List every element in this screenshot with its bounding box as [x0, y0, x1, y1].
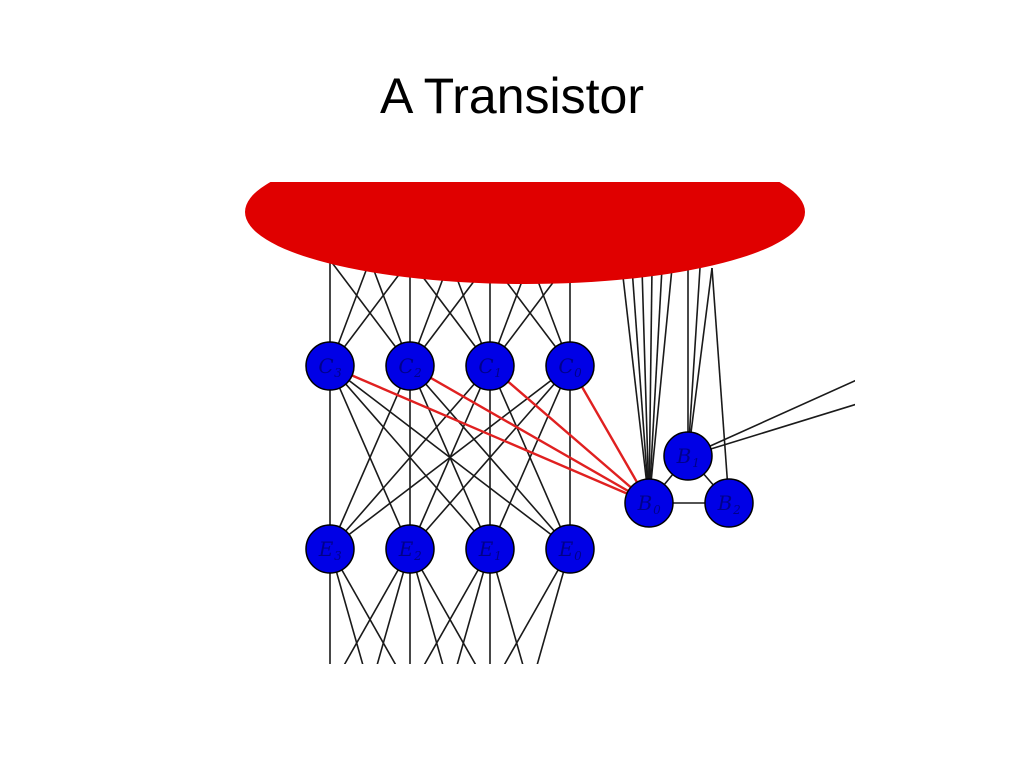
node-letter: E [478, 537, 494, 561]
node-subscript: 1 [494, 549, 502, 563]
node-circle [624, 478, 674, 528]
node-circle [704, 478, 754, 528]
edge [409, 365, 571, 550]
highlighted-edge [409, 364, 650, 505]
blob-edge [687, 267, 701, 457]
node-circle [305, 524, 355, 574]
node-letter: B [676, 444, 692, 468]
node-letter: E [318, 537, 334, 561]
outgoing-edge [503, 548, 571, 664]
node-circle [545, 524, 595, 574]
highlighted-edge [568, 365, 651, 504]
node-circle [305, 341, 355, 391]
edge [329, 365, 411, 550]
outgoing-edge [343, 548, 411, 664]
node-subscript: 3 [334, 549, 342, 563]
node-circle [465, 341, 515, 391]
node-letter: C [558, 354, 573, 378]
blob-edge [631, 267, 650, 504]
node-letter: C [478, 354, 493, 378]
node-subscript: 2 [413, 549, 422, 563]
node-subscript: 1 [494, 366, 502, 380]
node-subscript: 1 [692, 456, 700, 470]
blob-edge [621, 267, 650, 504]
edge [489, 365, 571, 550]
blob-edge [641, 267, 650, 504]
node-letter: E [558, 537, 574, 561]
node-letter: C [398, 354, 413, 378]
blob-edge [648, 267, 663, 504]
edges-layer [329, 365, 730, 550]
node-subscript: 0 [653, 503, 661, 517]
node-circle [465, 524, 515, 574]
node-letter: B [637, 491, 653, 515]
edge [329, 365, 571, 550]
node-circle [385, 341, 435, 391]
blob-edge [648, 267, 653, 504]
node-letter: C [318, 354, 333, 378]
blob-edge [711, 267, 730, 504]
node-subscript: 0 [574, 549, 582, 563]
node-subscript: 3 [334, 366, 342, 380]
node-letter: E [398, 537, 414, 561]
outgoing-edge [423, 548, 491, 664]
node-subscript: 2 [732, 503, 741, 517]
highlighted-edge [489, 365, 650, 504]
node-subscript: 2 [413, 366, 422, 380]
outgoing-edge [687, 379, 855, 457]
outgoing-edge [687, 403, 855, 457]
node-circle [663, 431, 713, 481]
red-blob-node [245, 182, 805, 284]
blob-edge [687, 267, 713, 457]
node-circle [545, 341, 595, 391]
highlighted-edge [329, 364, 650, 505]
blob-edge [648, 267, 673, 504]
node-subscript: 0 [574, 366, 582, 380]
slide-title: A Transistor [380, 68, 644, 124]
node-letter: B [717, 491, 733, 515]
highlighted-edges-layer [329, 364, 651, 505]
node-circle [385, 524, 435, 574]
